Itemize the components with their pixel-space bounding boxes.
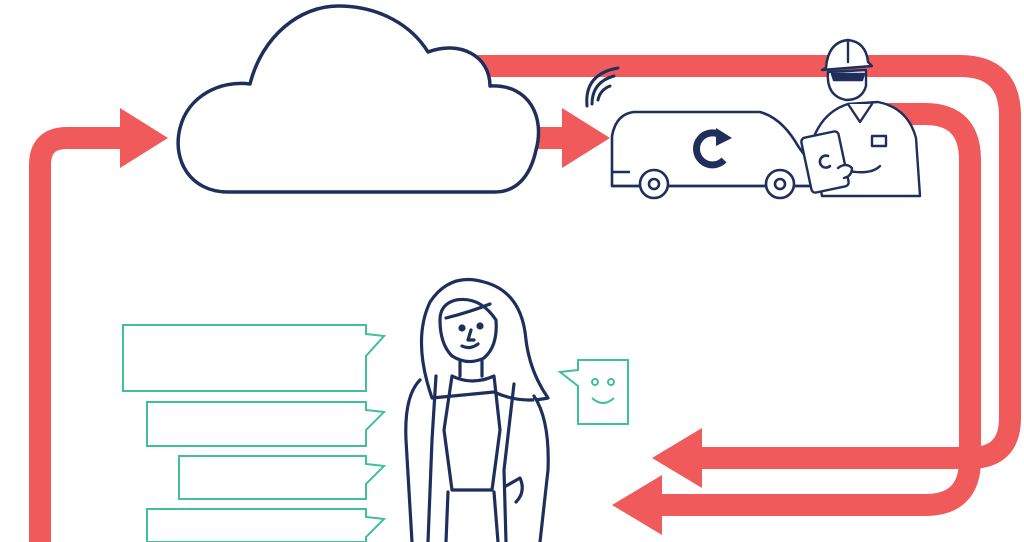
arrowhead-into-cloud <box>120 108 168 168</box>
smiley-chat-bubble-icon <box>557 359 629 425</box>
chat-bubble-1 <box>122 324 387 392</box>
chat-bubble-4 <box>146 508 387 542</box>
chat-bubble-3 <box>178 455 387 500</box>
chat-bubble-2 <box>146 401 387 447</box>
arrowhead-into-van <box>562 108 610 168</box>
arrow-heads <box>120 108 702 535</box>
woman-customer-icon <box>404 277 550 542</box>
arrowhead-outer-to-customer <box>652 428 702 488</box>
wireless-signal-icon <box>585 66 620 108</box>
cloud-icon <box>176 4 541 194</box>
refresh-c-logo-icon <box>693 128 732 169</box>
flow-arrows <box>29 55 1021 542</box>
arrow-cloud-to-customer-outer <box>470 55 1021 469</box>
arrowhead-inner-to-customer <box>612 475 662 535</box>
technician-with-tablet-icon <box>800 38 922 198</box>
arrow-customer-to-cloud <box>29 127 128 542</box>
arrow-technician-to-customer <box>660 103 981 516</box>
service-van-icon <box>610 110 818 200</box>
chat-bubbles <box>122 324 387 542</box>
